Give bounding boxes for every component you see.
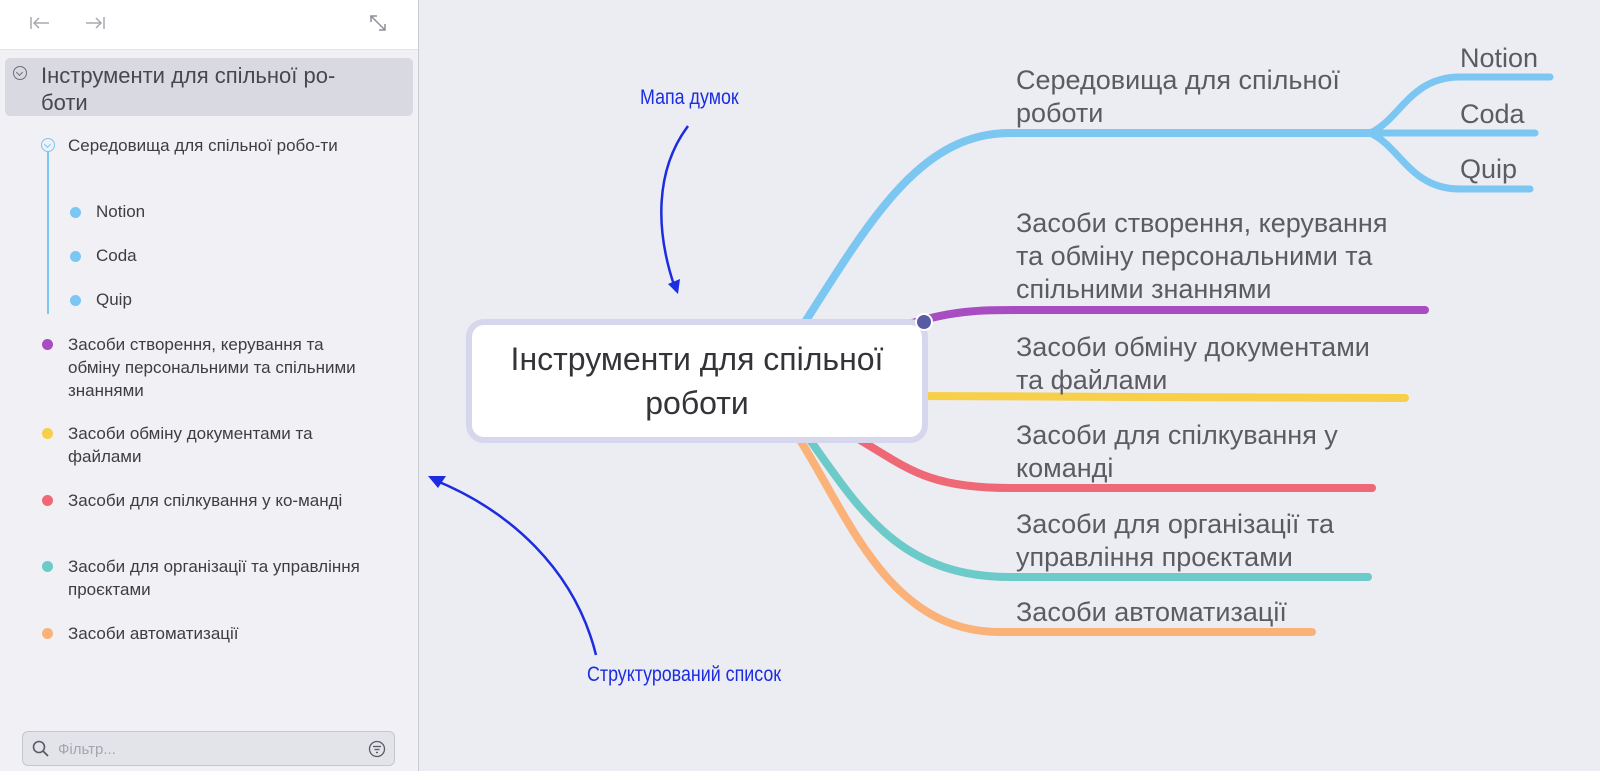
branch-line-5 [796,436,1316,636]
outline-item-label[interactable]: Засоби обміну документами та файлами [68,424,313,466]
fullscreen-icon[interactable] [363,10,393,36]
branch-guide-line [47,150,49,314]
outline-root-label: Інструменти для спільної ро-боти [41,63,336,115]
outline-root-item[interactable]: Інструменти для спільної ро-боти [5,58,413,116]
arrow-head-icon [428,476,446,488]
leaf-line-2 [1366,129,1534,193]
leaf-topic-label[interactable]: Quip [1460,154,1518,184]
outline-item-label[interactable]: Засоби для спілкування у ко-манді [68,491,343,510]
expand-right-icon[interactable] [80,10,110,36]
filter-input[interactable] [56,738,350,760]
central-topic-node[interactable]: Інструменти для спільної роботи [466,319,928,443]
connector-handle-icon[interactable] [914,312,934,332]
outline-item-label[interactable]: Засоби автоматизації [68,624,239,643]
bullet-icon [42,428,53,439]
search-icon [32,740,49,757]
outline-subitem-label[interactable]: Coda [96,246,137,265]
collapse-toggle-icon[interactable] [13,66,27,80]
annotation-label: Структурований список [587,663,782,686]
branch-topic-label[interactable]: Засоби автоматизації [1016,597,1287,627]
branch-line-2 [906,392,1409,402]
bullet-icon [42,628,53,639]
leaf-line-0 [1366,73,1554,137]
bullet-icon [42,495,53,506]
bullet-icon [42,339,53,350]
branch-topic-label[interactable]: Засоби для організації та управління про… [1016,509,1334,572]
annotation-label: Мапа думок [640,86,739,109]
leaf-topic-label[interactable]: Notion [1460,43,1539,73]
collapse-toggle-icon[interactable] [41,138,55,152]
branch-line-0 [796,129,1374,334]
outline-subitem-label[interactable]: Quip [96,290,132,309]
outline-item-label[interactable]: Засоби для організації та управління про… [68,557,360,599]
branch-line-1 [896,306,1429,331]
branch-topic-label[interactable]: Середовища для спільної роботи [1016,65,1340,128]
branch-line-3 [856,436,1376,492]
outline-subitem-label[interactable]: Notion [96,202,146,221]
arrow-head-icon [668,279,680,294]
branch-topic-label[interactable]: Засоби обміну документами та файлами [1016,332,1370,395]
annotation-arrow [660,125,690,289]
leaf-topic-label[interactable]: Coda [1460,99,1525,129]
branch-topic-label[interactable]: Засоби для спілкування у команді [1016,420,1338,483]
central-topic-label: Інструменти для спільної роботи [510,341,884,421]
outline-sidebar: Інструменти для спільної ро-боти Середов… [0,0,419,771]
sidebar-toolbar [0,0,418,50]
filter-box[interactable] [22,731,395,766]
collapse-left-icon[interactable] [25,10,55,36]
bullet-icon [70,207,81,218]
outline-item-label[interactable]: Середовища для спільної робо-ти [68,136,338,155]
bullet-icon [70,251,81,262]
bullet-icon [42,561,53,572]
filter-options-icon[interactable] [368,740,386,758]
annotation-arrow [431,477,598,656]
outline-item-label[interactable]: Засоби створення, керування та обміну пе… [68,335,356,400]
branch-line-4 [806,436,1372,581]
branch-topic-label[interactable]: Засоби створення, керування та обміну пе… [1016,208,1388,304]
bullet-icon [70,295,81,306]
